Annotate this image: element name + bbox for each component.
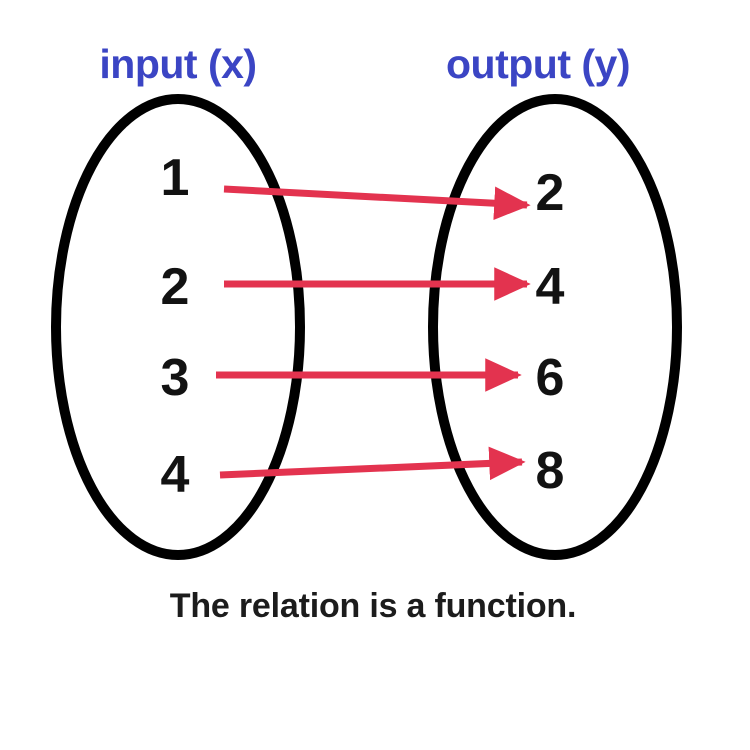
output-member-value: 4 — [536, 258, 565, 316]
input-member-value: 1 — [161, 149, 190, 207]
output-member-value: 2 — [536, 164, 565, 222]
input-set-oval — [51, 94, 305, 560]
input-member-value: 2 — [161, 258, 190, 316]
input-set-label: input (x) — [99, 41, 256, 87]
mapping-arrow-4-to-8 — [219, 446, 526, 481]
input-member-value: 4 — [161, 446, 190, 504]
mapping-arrow-1-to-2 — [223, 185, 531, 220]
output-member-value: 8 — [536, 442, 565, 500]
input-member-value: 3 — [161, 349, 190, 407]
diagram-caption: The relation is a function. — [170, 587, 576, 625]
output-set-oval — [428, 94, 682, 560]
output-member-value: 6 — [536, 349, 565, 407]
output-set-label: output (y) — [446, 41, 630, 87]
